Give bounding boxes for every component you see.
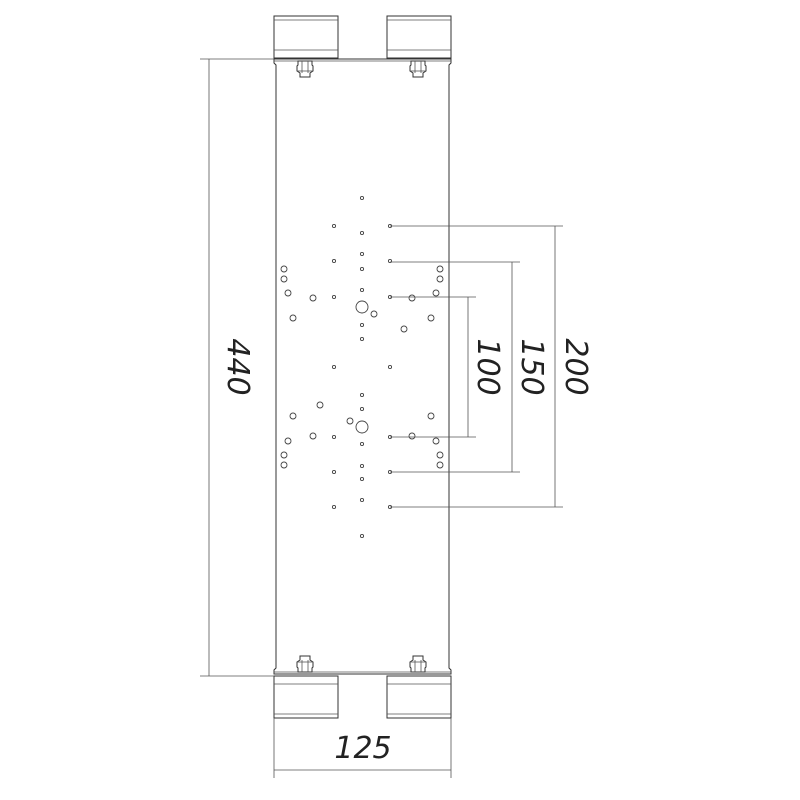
mounting-hole-small (359, 392, 365, 398)
mounting-hole-small (331, 223, 337, 229)
mounting-hole-small (359, 266, 365, 272)
mounting-hole-medium (427, 412, 435, 420)
mounting-hole-medium (280, 265, 288, 273)
mounting-hole-small (331, 434, 337, 440)
mounting-hole-medium (400, 325, 408, 333)
top-clamp-left (273, 15, 339, 59)
center-hole (355, 420, 369, 434)
width-dimension-label: 125 (334, 731, 391, 766)
height-dimension: 440 (200, 58, 274, 677)
nut (409, 60, 427, 78)
mounting-hole-medium (408, 432, 416, 440)
mounting-hole-medium (289, 314, 297, 322)
mounting-hole-small (359, 497, 365, 503)
mounting-hole-small (359, 195, 365, 201)
plate (273, 58, 452, 675)
mounting-hole-medium (436, 265, 444, 273)
bottom-clamp-left (273, 675, 339, 719)
mounting-hole-medium (284, 289, 292, 297)
width-dimension: 125 (273, 718, 452, 778)
nut (409, 655, 427, 673)
mounting-hole-medium (436, 461, 444, 469)
bottom-clamp-right (386, 675, 452, 719)
mounting-hole-medium (289, 412, 297, 420)
mounting-hole-small (359, 441, 365, 447)
spacing-150-label: 150 (514, 338, 549, 395)
mounting-hole-small (359, 336, 365, 342)
mounting-hole-small (359, 476, 365, 482)
top-clamp-right (386, 15, 452, 59)
spacing-100-label: 100 (470, 338, 505, 395)
mounting-hole-medium (309, 432, 317, 440)
mounting-hole-medium (280, 275, 288, 283)
mounting-hole-medium (284, 437, 292, 445)
mounting-hole-small (331, 364, 337, 370)
mounting-hole-medium (280, 461, 288, 469)
mounting-hole-medium (427, 314, 435, 322)
mounting-hole-medium (346, 417, 354, 425)
mounting-hole-medium (432, 437, 440, 445)
mounting-hole-small (331, 258, 337, 264)
mounting-hole-small (359, 463, 365, 469)
mounting-hole-small (331, 294, 337, 300)
mounting-hole-small (359, 230, 365, 236)
mounting-hole-medium (436, 275, 444, 283)
center-hole (355, 300, 369, 314)
mounting-hole-small (359, 322, 365, 328)
mounting-hole-medium (309, 294, 317, 302)
mounting-hole-medium (408, 294, 416, 302)
spacing-dimension-100: 100 (390, 296, 505, 438)
mounting-hole-small (359, 287, 365, 293)
mounting-hole-small (359, 533, 365, 539)
mounting-hole-small (387, 364, 393, 370)
spacing-dimension-150: 150 (390, 261, 549, 473)
mounting-hole-small (359, 406, 365, 412)
mounting-hole-small (331, 469, 337, 475)
mounting-hole-small (359, 251, 365, 257)
nut (296, 655, 314, 673)
nuts (296, 60, 427, 673)
mounting-hole-medium (432, 289, 440, 297)
spacing-200-label: 200 (558, 338, 593, 395)
mounting-hole-small (331, 504, 337, 510)
nut (296, 60, 314, 78)
mounting-hole-medium (436, 451, 444, 459)
hole-pattern (280, 195, 444, 539)
height-dimension-label: 440 (220, 338, 255, 395)
mounting-hole-medium (280, 451, 288, 459)
mounting-hole-medium (370, 310, 378, 318)
spacing-dimension-200: 200 (390, 225, 593, 508)
mounting-hole-medium (316, 401, 324, 409)
